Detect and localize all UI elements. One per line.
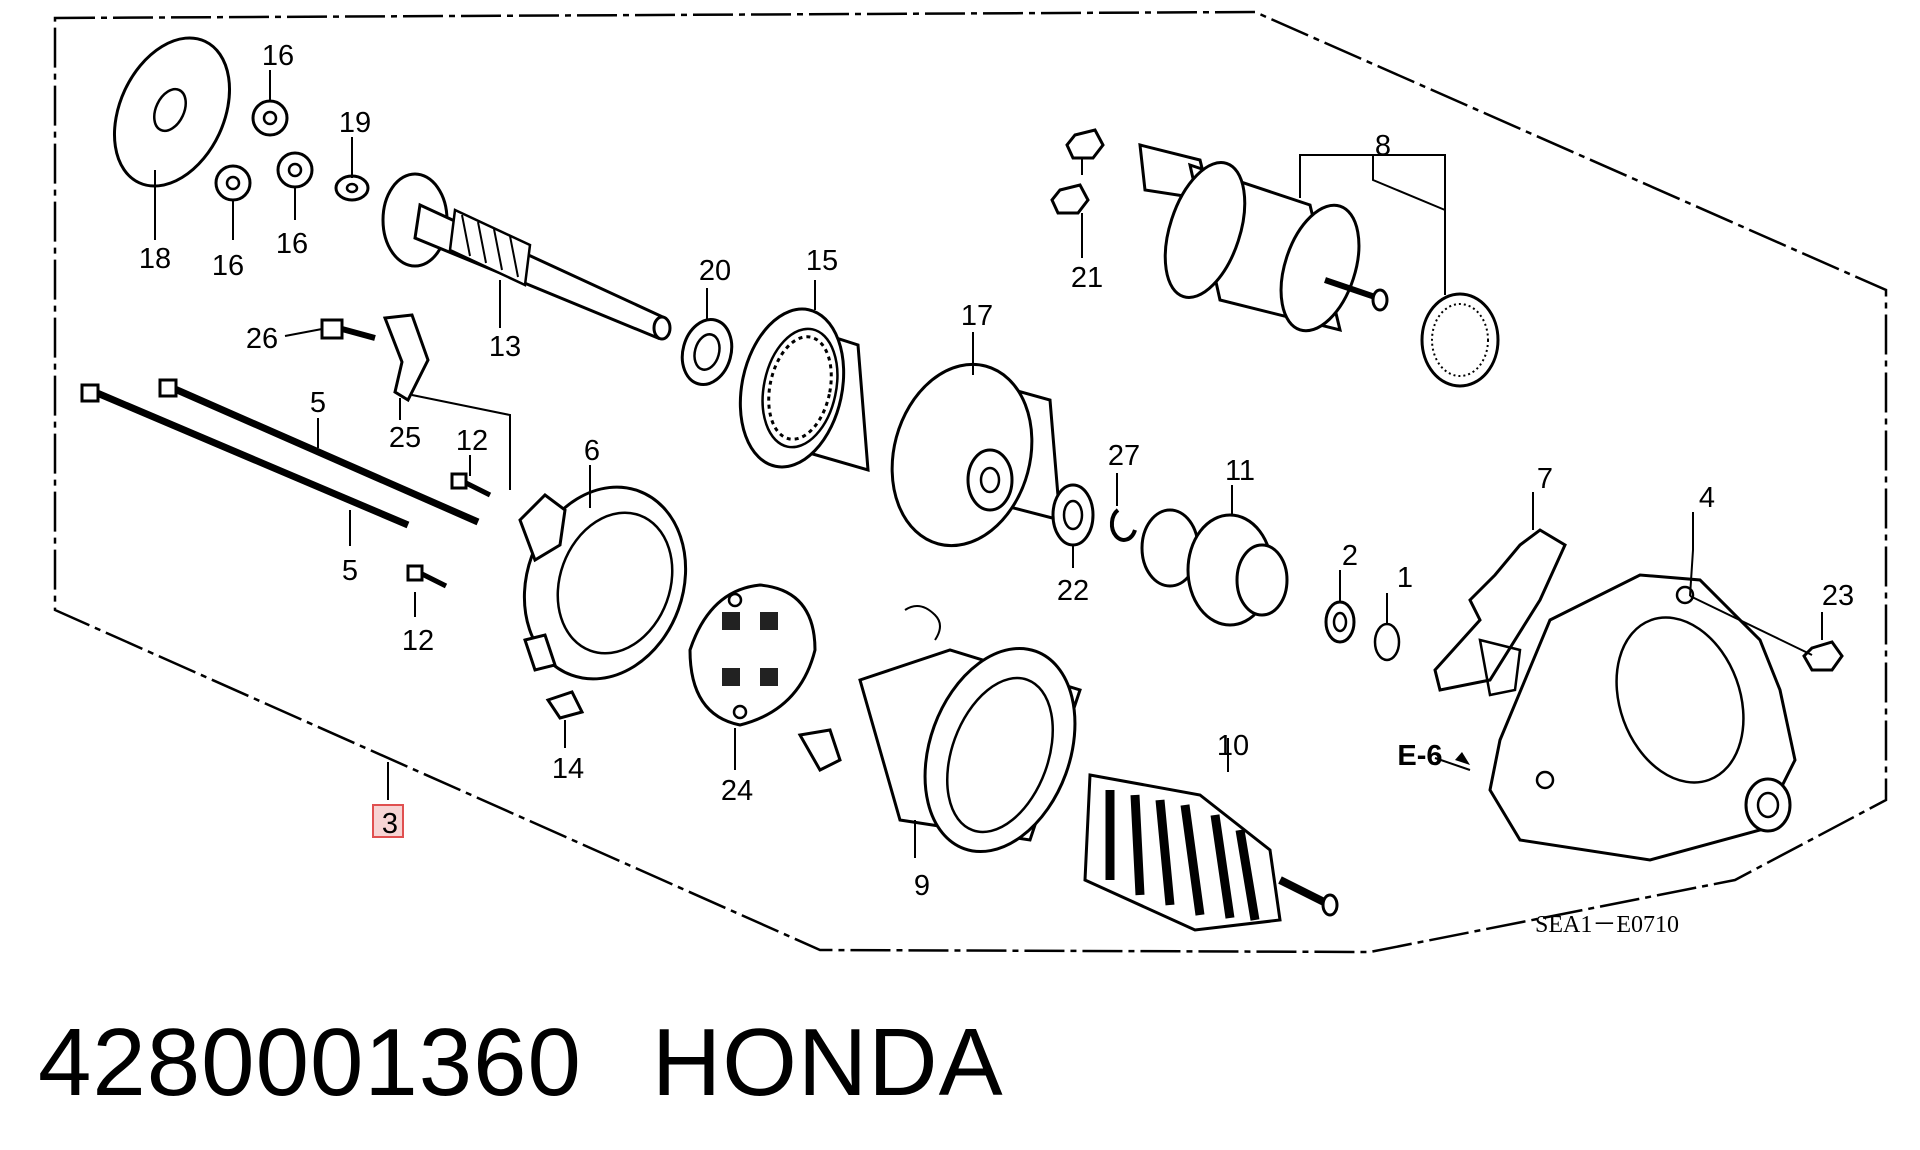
front-housing-4 bbox=[1488, 573, 1797, 862]
washer-22 bbox=[1051, 483, 1095, 547]
solenoid-8 bbox=[1138, 143, 1389, 333]
callout-24: 24 bbox=[721, 775, 753, 807]
end-cover-6 bbox=[518, 485, 688, 681]
callout-25: 25 bbox=[389, 422, 421, 454]
callout-9: 9 bbox=[914, 870, 930, 902]
callout-10: 10 bbox=[1217, 730, 1249, 762]
callout-4: 4 bbox=[1699, 482, 1715, 514]
clip-27 bbox=[1109, 508, 1137, 542]
callout-27: 27 bbox=[1108, 440, 1140, 472]
callout-20: 20 bbox=[699, 255, 731, 287]
nuts-21 bbox=[1050, 128, 1105, 215]
part-footer: 4280001360 HONDA bbox=[38, 1008, 1074, 1118]
callout-26: 26 bbox=[246, 323, 278, 355]
callout-23: 23 bbox=[1822, 580, 1854, 612]
reference-arrow-icon bbox=[1455, 752, 1470, 765]
callout-11: 11 bbox=[1225, 455, 1255, 487]
ring-gear-housing-15 bbox=[738, 307, 870, 473]
callout-2: 2 bbox=[1342, 540, 1358, 572]
reference-e6: E-6 bbox=[1397, 740, 1470, 772]
yoke-9 bbox=[797, 605, 1082, 854]
callout-17: 17 bbox=[961, 300, 993, 332]
highlighted-part-box bbox=[372, 804, 404, 838]
callout-1: 1 bbox=[1397, 562, 1413, 594]
clutch-11 bbox=[1140, 508, 1289, 627]
callouts: 18 16 16 16 19 13 26 25 5 5 12 12 6 14 2… bbox=[139, 40, 1854, 902]
washer-20 bbox=[680, 318, 734, 386]
shift-lever-7 bbox=[1433, 528, 1567, 697]
callout-19: 19 bbox=[339, 107, 371, 139]
clip-14 bbox=[545, 690, 585, 720]
callout-14: 14 bbox=[552, 753, 584, 785]
callout-7: 7 bbox=[1537, 463, 1553, 495]
callout-3: 3 bbox=[382, 808, 398, 840]
callout-12-upper: 12 bbox=[456, 425, 488, 457]
through-bolts-5 bbox=[80, 378, 480, 529]
callout-8: 8 bbox=[1375, 130, 1391, 162]
bracket-25 bbox=[382, 313, 430, 403]
shaft-13 bbox=[381, 172, 672, 341]
reference-label: E-6 bbox=[1397, 740, 1442, 772]
callout-12-lower: 12 bbox=[402, 625, 434, 657]
callout-15: 15 bbox=[806, 245, 838, 277]
callout-21: 21 bbox=[1071, 262, 1103, 294]
callout-22: 22 bbox=[1057, 575, 1089, 607]
nut-23 bbox=[1802, 640, 1844, 672]
leader-lines bbox=[154, 70, 1823, 858]
brand-name: HONDA bbox=[651, 1009, 1004, 1116]
callout-6: 6 bbox=[584, 435, 600, 467]
gear-16-top bbox=[251, 99, 289, 137]
washer-19 bbox=[334, 174, 370, 202]
armature-10 bbox=[1083, 773, 1339, 932]
callout-16-top: 16 bbox=[262, 40, 294, 72]
ring-1 bbox=[1373, 622, 1401, 662]
collar-2 bbox=[1324, 600, 1356, 644]
diagram-code: SEA1－E0710 bbox=[1535, 912, 1679, 938]
exploded-parts-diagram: 18 16 16 16 19 13 26 25 5 5 12 12 6 14 2… bbox=[53, 10, 1888, 954]
carrier-17 bbox=[890, 362, 1062, 548]
assembly-boundary bbox=[53, 10, 1888, 954]
gear-16-left bbox=[214, 164, 252, 202]
callout-16-left: 16 bbox=[212, 250, 244, 282]
callout-18: 18 bbox=[139, 243, 171, 275]
bolt-26 bbox=[320, 318, 376, 341]
brush-holder-24 bbox=[688, 583, 817, 727]
gear-16-right bbox=[276, 151, 314, 189]
screw-12-upper bbox=[450, 472, 492, 498]
callout-5-upper: 5 bbox=[310, 387, 326, 419]
part-number: 4280001360 bbox=[38, 1009, 582, 1116]
callout-16-right: 16 bbox=[276, 228, 308, 260]
callout-5-lower: 5 bbox=[342, 555, 358, 587]
callout-13: 13 bbox=[489, 331, 521, 363]
plate-18 bbox=[112, 36, 232, 188]
screw-12-lower bbox=[406, 564, 448, 589]
plunger-cap-8 bbox=[1420, 292, 1500, 388]
